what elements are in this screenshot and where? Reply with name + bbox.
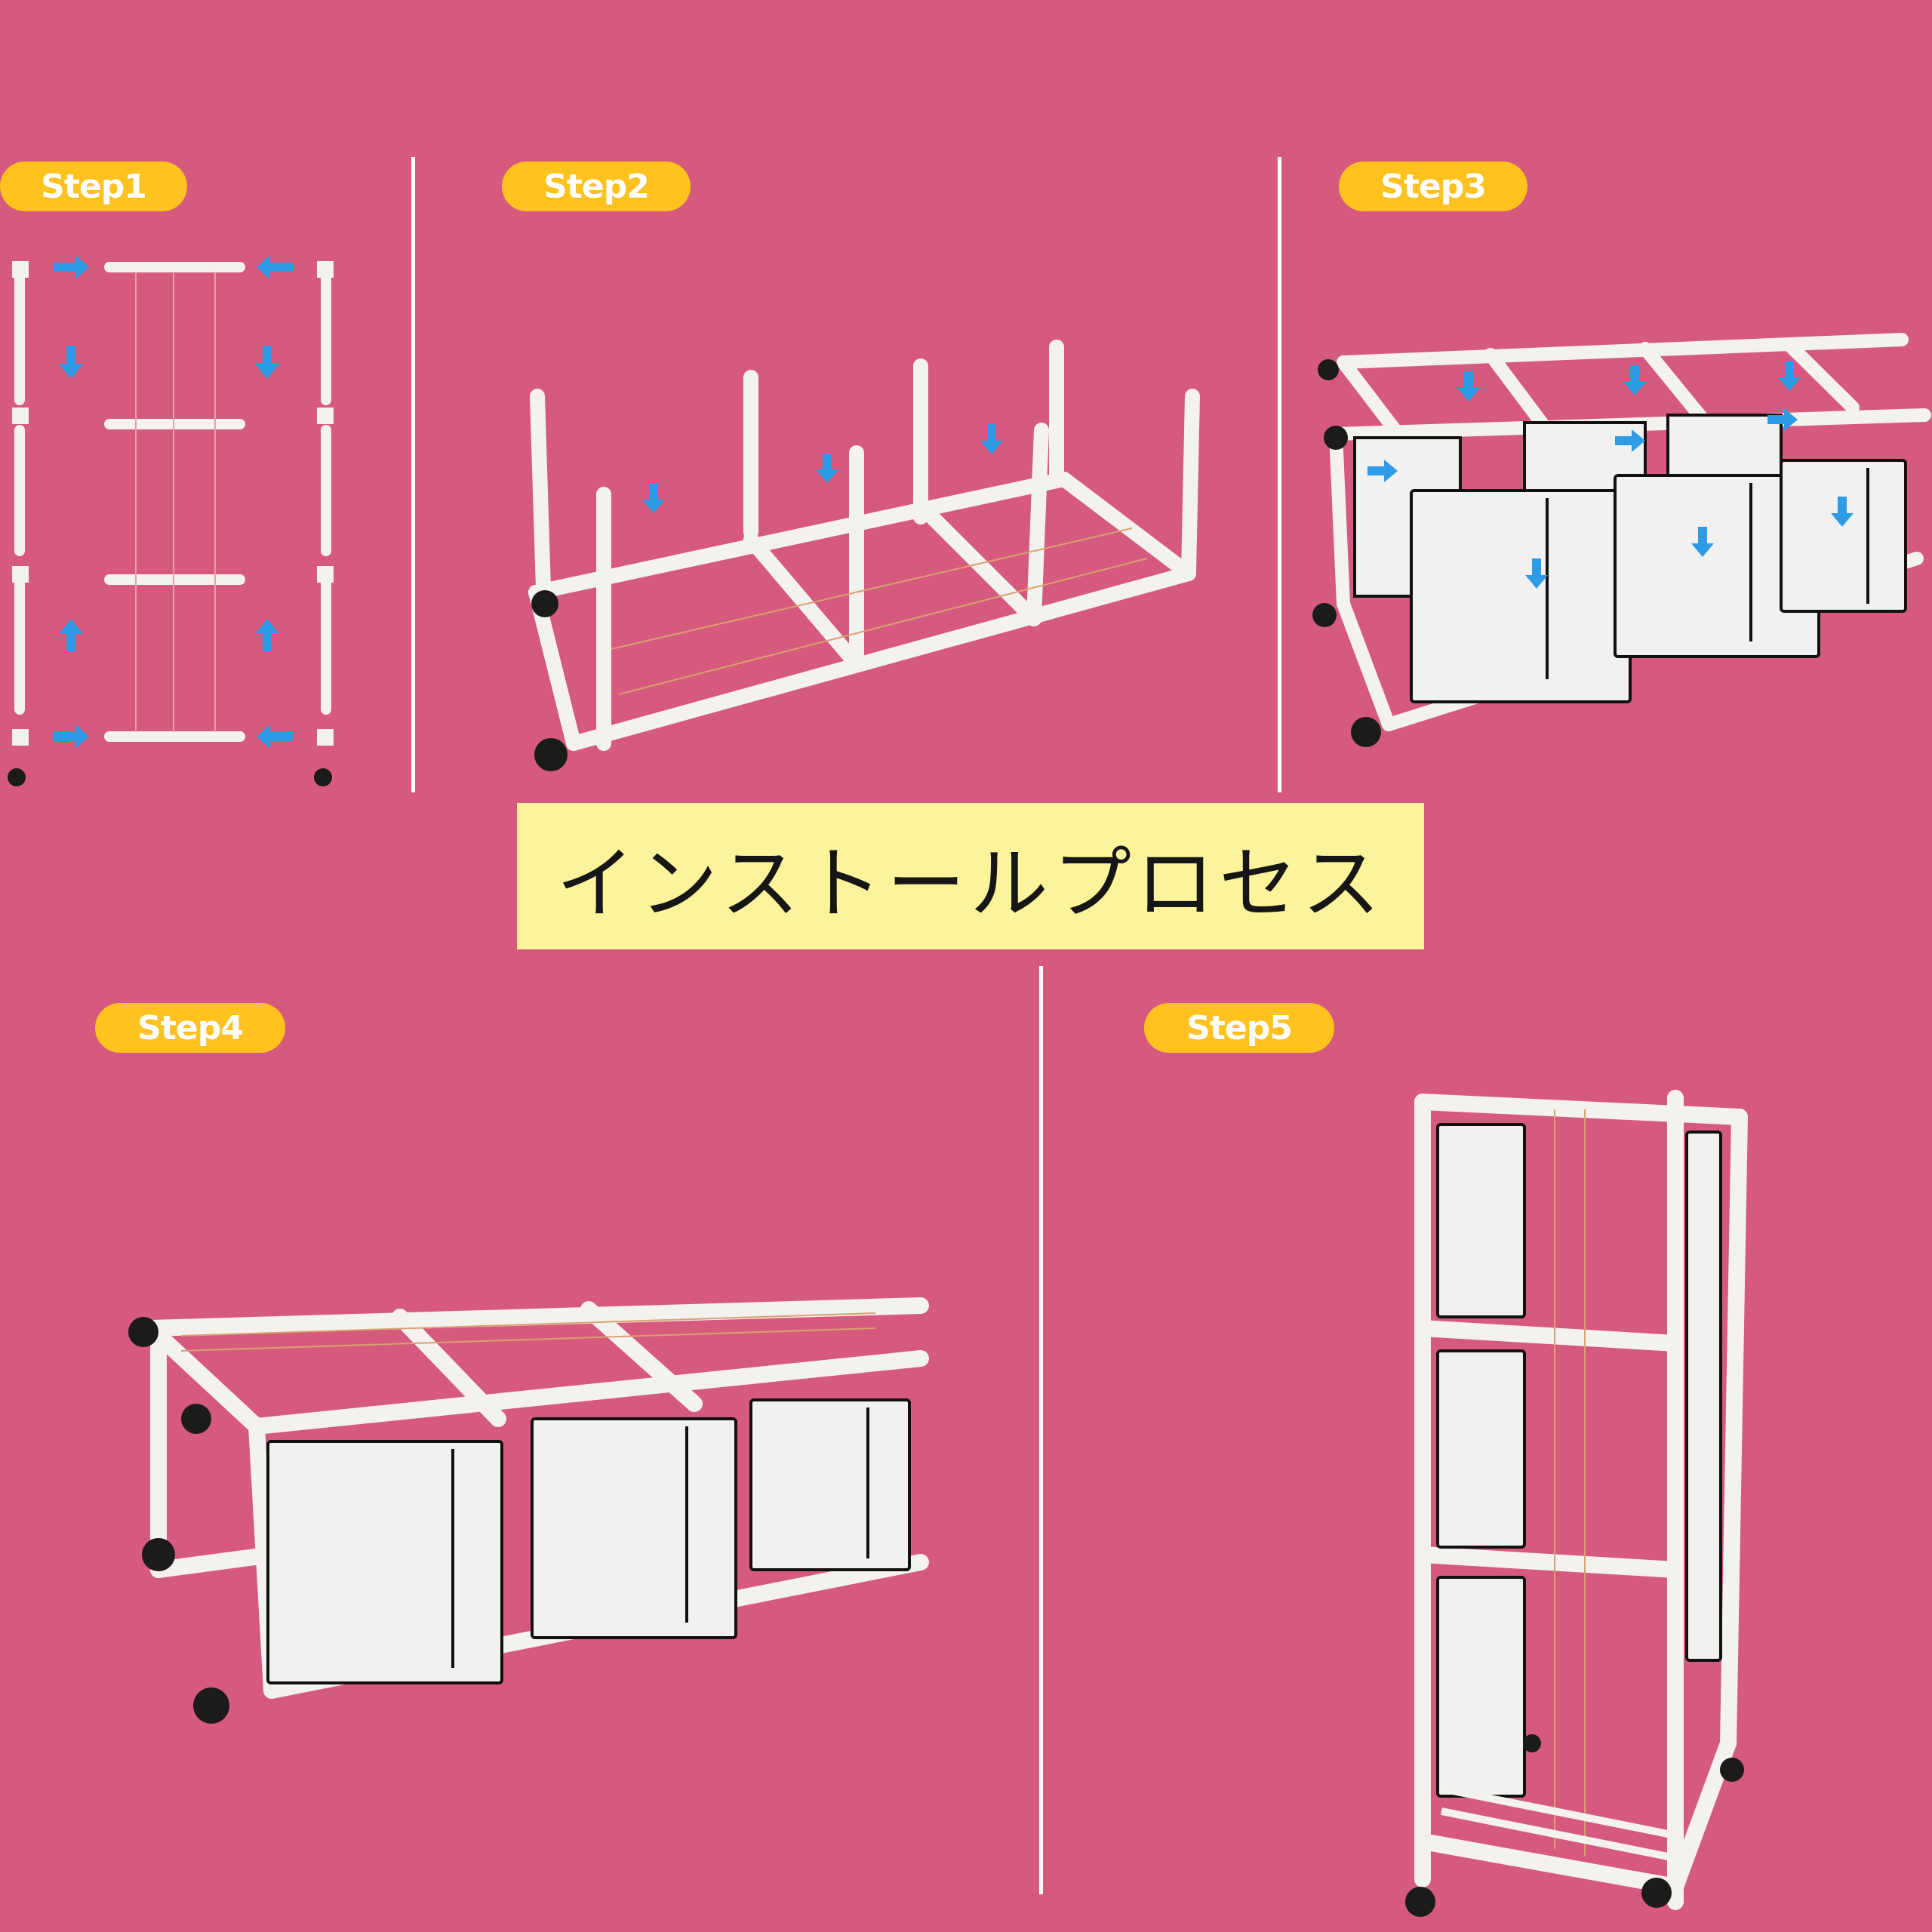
step1-illustration	[8, 255, 334, 786]
step3-illustration	[1312, 333, 1931, 747]
title-banner: インストールプロセス	[517, 803, 1424, 949]
divider-step2-step3	[1278, 157, 1281, 792]
step1-badge: Step1	[0, 162, 187, 211]
step4-illustration	[128, 1297, 929, 1724]
step2-badge: Step2	[502, 162, 691, 211]
step5-illustration	[1405, 1090, 1748, 1917]
step3-badge: Step3	[1339, 162, 1527, 211]
divider-step1-step2	[411, 157, 415, 792]
step2-illustration	[528, 340, 1200, 771]
step4-badge: Step4	[95, 1003, 285, 1053]
page-title: インストールプロセス	[556, 837, 1385, 930]
step5-badge: Step5	[1144, 1003, 1334, 1053]
divider-step4-step5	[1039, 966, 1043, 1894]
